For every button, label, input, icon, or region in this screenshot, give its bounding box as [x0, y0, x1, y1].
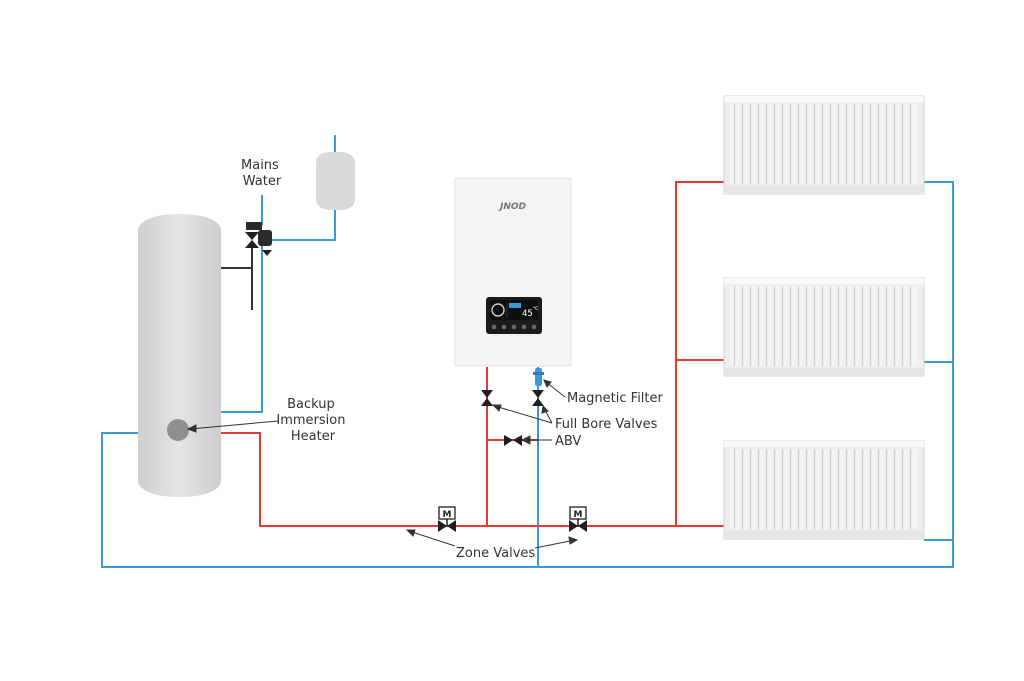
annotation-arrows: [186, 379, 579, 549]
immersion-line1: Backup: [287, 397, 335, 412]
full-bore-valves-label: Full Bore Valves: [555, 417, 658, 432]
boiler-control-panel: 45 ℃: [486, 297, 542, 334]
zone-valve-cylinder: M: [438, 506, 456, 532]
mains-water-label: Mains Water: [241, 158, 283, 189]
radiator-3: [723, 440, 925, 540]
radiator-riser: [675, 181, 725, 526]
boiler-casing: [454, 177, 572, 367]
electric-boiler: JNOD 45 ℃: [454, 177, 572, 367]
cylinder-body: [138, 214, 221, 497]
magnetic-filter-label: Magnetic Filter: [567, 391, 664, 406]
expansion-vessel-pipe: [262, 208, 336, 241]
mains-valve-cluster: [221, 222, 272, 310]
cylinder-flow-pipe: [220, 432, 487, 527]
hot-water-cylinder: [138, 214, 221, 497]
control-button-4[interactable]: [521, 324, 527, 330]
mains-water-line1: Mains: [241, 158, 279, 173]
magnetic-filter: [533, 368, 544, 386]
immersion-heater: [167, 419, 189, 441]
zone-valves-label: Zone Valves: [456, 546, 535, 561]
immersion-line2: Immersion: [276, 413, 345, 428]
immersion-heater-label: Backup Immersion Heater: [276, 397, 349, 444]
full-bore-valve-flow: [481, 390, 493, 406]
zone-valve-actuator-label: M: [574, 510, 583, 520]
control-button-5[interactable]: [531, 324, 537, 330]
expansion-vessel: [316, 152, 355, 210]
radiator-2: [723, 277, 925, 377]
abv-valve: [504, 435, 522, 446]
boiler-brand: JNOD: [498, 202, 527, 212]
control-button-2[interactable]: [501, 324, 507, 330]
main-return-loop: [101, 181, 954, 568]
full-bore-valve-return: [532, 390, 544, 406]
control-button-1[interactable]: [491, 324, 497, 330]
radiator-1: [723, 95, 925, 195]
zone-valve-actuator-label: M: [443, 510, 452, 520]
abv-label: ABV: [555, 434, 581, 449]
mains-water-line2: Water: [243, 174, 282, 189]
immersion-line3: Heater: [291, 429, 336, 444]
control-button-3[interactable]: [511, 324, 517, 330]
cylinder-cold-feed: [220, 238, 263, 413]
display-unit: ℃: [533, 306, 539, 312]
diagram-labels: Mains Water Backup Immersion Heater Magn…: [241, 158, 663, 561]
zone-valve-heating: M: [569, 506, 587, 532]
display-temperature: 45: [522, 309, 533, 319]
